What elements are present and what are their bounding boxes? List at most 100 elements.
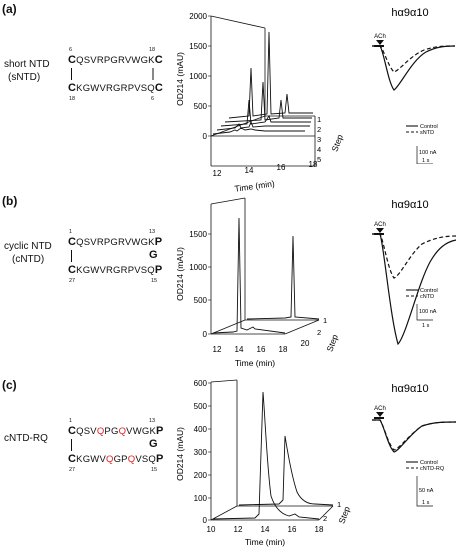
panel-a-seq-bottom: CKGWVRGRPVSQC	[68, 82, 163, 94]
scale-bar	[416, 146, 433, 164]
panel-b-seq-bottom: CKGWVRGRPVSQP	[68, 264, 162, 276]
seq-residue: C	[68, 453, 77, 465]
panel-b-num-tl: 1	[69, 229, 73, 235]
scale-current: 100 nA	[419, 309, 437, 315]
x-tick-label: 12	[213, 169, 222, 178]
panel-c-seq-top: CQSVQPGQVWGKP	[68, 425, 164, 437]
y-tick-label: 1500	[189, 42, 207, 51]
legend-control: Control	[420, 460, 438, 466]
seq-residues: KGWV	[76, 454, 106, 465]
stimulus-label: ACh	[374, 406, 386, 412]
x-axis-label: Time (min)	[235, 358, 275, 368]
scale-bar	[416, 476, 433, 507]
panel-a-chromatogram: 2000 1500 1000 500 0 OD214 (mAU) 12 14 1…	[175, 12, 345, 194]
panel-c-seq-linker: G	[149, 438, 158, 450]
seq-residue: C	[68, 236, 77, 248]
panel-b-letter: (b)	[2, 194, 18, 208]
panel-a-num-tr: 18	[149, 47, 156, 53]
scale-time: 1 s	[422, 158, 430, 164]
panel-c-num-br: 15	[151, 467, 158, 473]
chromatogram-traces	[212, 31, 313, 135]
x-tick-label: 16	[277, 163, 286, 172]
stimulus-label: ACh	[374, 34, 386, 40]
seq-residues: PG	[104, 426, 119, 437]
seq-residue: C	[68, 264, 77, 276]
x-tick-label: 14	[235, 345, 244, 354]
receptor-title: hα9α10	[391, 383, 428, 395]
seq-mutation: Q	[106, 454, 114, 465]
panel-c-peptide-name: cNTD-RQ	[4, 433, 48, 444]
x-tick-label: 18	[315, 525, 324, 534]
ach-arrow-icon	[376, 412, 384, 417]
y-tick-label: 0	[203, 516, 208, 525]
panel-b-disulfide-bond	[71, 250, 72, 262]
y-tick-label: 200	[194, 471, 208, 480]
panel-b-name-line1: cyclic NTD	[4, 241, 52, 252]
seq-mutation: Q	[118, 426, 127, 437]
x-tick-label: 20	[301, 339, 310, 348]
x-tick-label: 14	[261, 525, 270, 534]
step-label: 2	[317, 125, 321, 134]
panel-b-num-bl: 27	[69, 278, 76, 284]
y-tick-label: 500	[194, 296, 208, 305]
scale-time: 1 s	[422, 323, 430, 329]
panel-c-seq-bottom: CKGWVQGPQVSQP	[68, 453, 164, 465]
y-axis-label: OD214 (mAU)	[175, 52, 185, 106]
x-tick-label: 10	[207, 525, 216, 534]
panel-c-chromatogram: 600 500 400 300 200 100 0 OD214 (mAU) 10…	[175, 379, 352, 547]
seq-residue: C	[68, 425, 77, 437]
step-label: 1	[323, 316, 327, 325]
panel-c-num-tr: 13	[149, 418, 156, 424]
seq-residue: C	[154, 82, 164, 94]
panel-a-name-line2: (sNTD)	[8, 72, 41, 83]
step-label: 4	[317, 145, 321, 154]
step-label: 3	[317, 135, 321, 144]
panel-b-chromatogram: 1500 1000 500 0 OD214 (mAU) 12 14 16 18 …	[175, 197, 340, 368]
panel-b-current-trace: hα9α10 ACh Control cNTD 100 nA 1 s	[372, 199, 457, 346]
y-tick-label: 600	[194, 379, 208, 388]
panel-b-peptide-name: cyclic NTD (cNTD)	[4, 240, 52, 266]
step-label: 1	[337, 500, 341, 509]
scale-current: 100 nA	[419, 150, 437, 156]
step-label: 5	[317, 155, 321, 164]
y-tick-label: 300	[194, 448, 208, 457]
x-axis-label: Time (min)	[245, 537, 285, 547]
seq-residues: QSVRPGRVWGK	[76, 55, 155, 66]
panel-c-num-bl: 27	[69, 467, 76, 473]
seq-residue: C	[68, 82, 77, 94]
chromatogram-traces	[212, 217, 320, 334]
y-tick-label: 500	[194, 402, 208, 411]
seq-residue: P	[154, 264, 163, 276]
seq-mutation: Q	[127, 454, 136, 465]
x-tick-label: 16	[257, 345, 266, 354]
x-tick-label: 16	[288, 525, 297, 534]
y-axis-label: OD214 (mAU)	[175, 427, 185, 481]
panel-b-num-br: 15	[151, 278, 158, 284]
seq-residues: KGWVRGRPVSQ	[76, 83, 155, 94]
scale-bar	[416, 304, 433, 321]
seq-residue: P	[154, 236, 163, 248]
panel-c-disulfide-bond	[71, 439, 72, 451]
panel-c-current-trace: hα9α10 ACh Control cNTD-RQ 50 nA 1 s	[372, 383, 457, 507]
seq-residues: VSQ	[135, 454, 156, 465]
chromatogram-traces	[212, 391, 334, 520]
receptor-title: hα9α10	[391, 7, 428, 19]
x-tick-label: 18	[279, 345, 288, 354]
panel-c-num-tl: 1	[69, 418, 73, 424]
receptor-title: hα9α10	[391, 199, 428, 211]
panel-a-current-trace: hα9α10 ACh Control sNTD 100 nA 1 s	[372, 7, 456, 164]
stimulus-label: ACh	[374, 222, 386, 228]
panel-a-disulfide-bonds	[71, 68, 154, 80]
panel-a-peptide-name: short NTD (sNTD)	[4, 58, 50, 84]
legend-control: Control	[420, 288, 438, 294]
panel-a-num-br: 6	[151, 96, 155, 102]
panel-a-letter: (a)	[2, 2, 17, 16]
panel-a-name-line1: short NTD	[4, 59, 50, 70]
seq-residues: QSVRPGRVWGK	[76, 237, 155, 248]
panel-a-seq-top: CQSVRPGRVWGKC	[68, 54, 163, 66]
scale-time: 1 s	[422, 500, 430, 506]
y-tick-label: 400	[194, 425, 208, 434]
y-tick-label: 0	[203, 330, 208, 339]
panel-a-num-bl: 18	[69, 96, 76, 102]
y-axis-label: OD214 (mAU)	[175, 247, 185, 301]
